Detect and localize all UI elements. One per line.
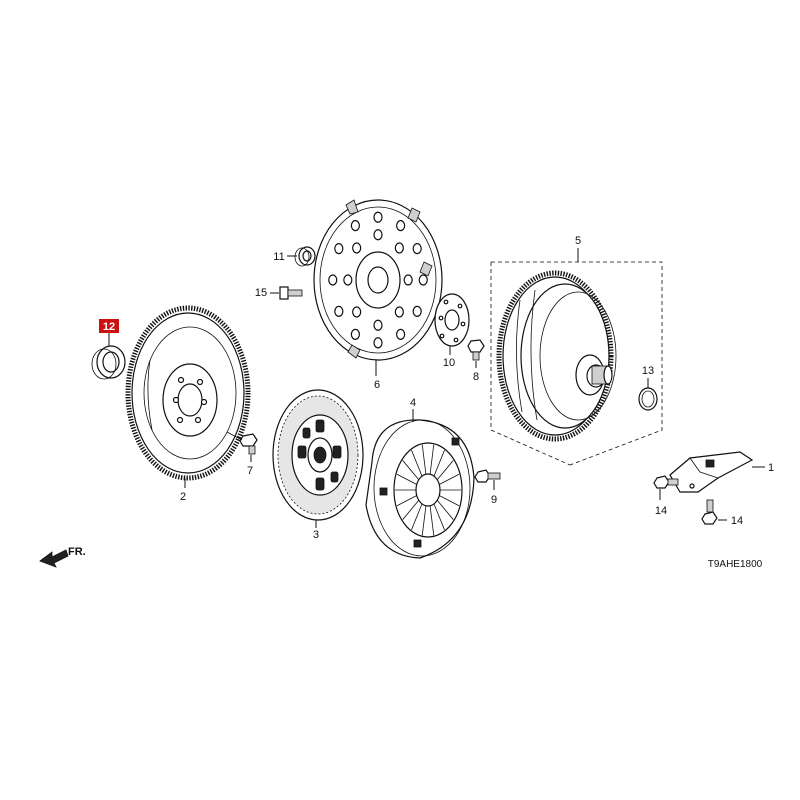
callout-7-label: 7 xyxy=(247,465,253,477)
part-11-seal[interactable] xyxy=(294,246,316,267)
callout-10-label: 10 xyxy=(443,357,455,369)
part-8-bolt[interactable] xyxy=(467,339,485,361)
callout-2[interactable]: 2 xyxy=(180,478,186,503)
callout-6-label: 6 xyxy=(374,379,380,391)
callout-5-label: 5 xyxy=(575,235,581,247)
callout-8[interactable]: 8 xyxy=(473,361,479,383)
part-14-bolt-a[interactable] xyxy=(653,475,679,489)
part-5-torque-converter[interactable] xyxy=(496,270,617,442)
callout-7[interactable]: 7 xyxy=(247,455,253,477)
callout-15-label: 15 xyxy=(255,287,267,299)
callout-12-label: 12 xyxy=(103,321,115,333)
front-arrow-icon xyxy=(39,549,69,568)
callout-12[interactable]: 12 xyxy=(99,319,119,346)
callout-9-label: 9 xyxy=(491,494,497,506)
callout-12-highlight xyxy=(99,319,119,333)
pressure-plate-fingers xyxy=(395,444,461,536)
callout-14a-label: 14 xyxy=(655,505,667,517)
callout-6[interactable]: 6 xyxy=(374,360,380,391)
part-6-drive-plate[interactable] xyxy=(313,199,443,361)
callout-8-label: 8 xyxy=(473,371,479,383)
callout-1[interactable]: 1 xyxy=(752,462,774,474)
callout-9[interactable]: 9 xyxy=(491,480,497,506)
part-15-bolt[interactable] xyxy=(279,286,303,300)
callout-13-label: 13 xyxy=(642,365,654,377)
callout-3-label: 3 xyxy=(313,529,319,541)
callout-11-label: 11 xyxy=(273,251,284,263)
callout-1-label: 1 xyxy=(768,462,774,474)
callout-14a[interactable]: 14 xyxy=(655,489,667,517)
callout-4[interactable]: 4 xyxy=(410,397,416,422)
part-7-bolt[interactable] xyxy=(226,431,258,455)
part-10-plate[interactable] xyxy=(434,293,470,347)
part-4-pressure-plate[interactable] xyxy=(365,419,475,559)
callout-14b-label: 14 xyxy=(731,515,743,527)
callout-15[interactable]: 15 xyxy=(255,287,279,299)
callout-11[interactable]: 11 xyxy=(273,251,297,263)
callout-13[interactable]: 13 xyxy=(642,365,654,388)
part-14-bolt-b[interactable] xyxy=(701,499,718,525)
callout-3[interactable]: 3 xyxy=(313,520,319,541)
front-direction-label: FR. xyxy=(68,546,86,558)
part-5-torque-converter-box xyxy=(490,261,663,466)
drive-plate-holes xyxy=(328,211,428,349)
part-9-bolt[interactable] xyxy=(474,469,501,483)
callout-10[interactable]: 10 xyxy=(443,346,455,369)
part-12-seal[interactable] xyxy=(91,345,126,380)
diagram-code: T9AHE1800 xyxy=(708,559,763,570)
callout-4-label: 4 xyxy=(410,397,416,409)
callout-5[interactable]: 5 xyxy=(575,235,581,262)
callout-2-label: 2 xyxy=(180,491,186,503)
part-2-flywheel[interactable] xyxy=(125,305,251,481)
callout-14b[interactable]: 14 xyxy=(718,515,743,527)
part-13-oring[interactable] xyxy=(638,387,658,411)
part-1-cover[interactable] xyxy=(669,451,754,493)
part-3-clutch-disc[interactable] xyxy=(272,389,364,521)
front-direction-indicator: FR. xyxy=(39,546,86,568)
